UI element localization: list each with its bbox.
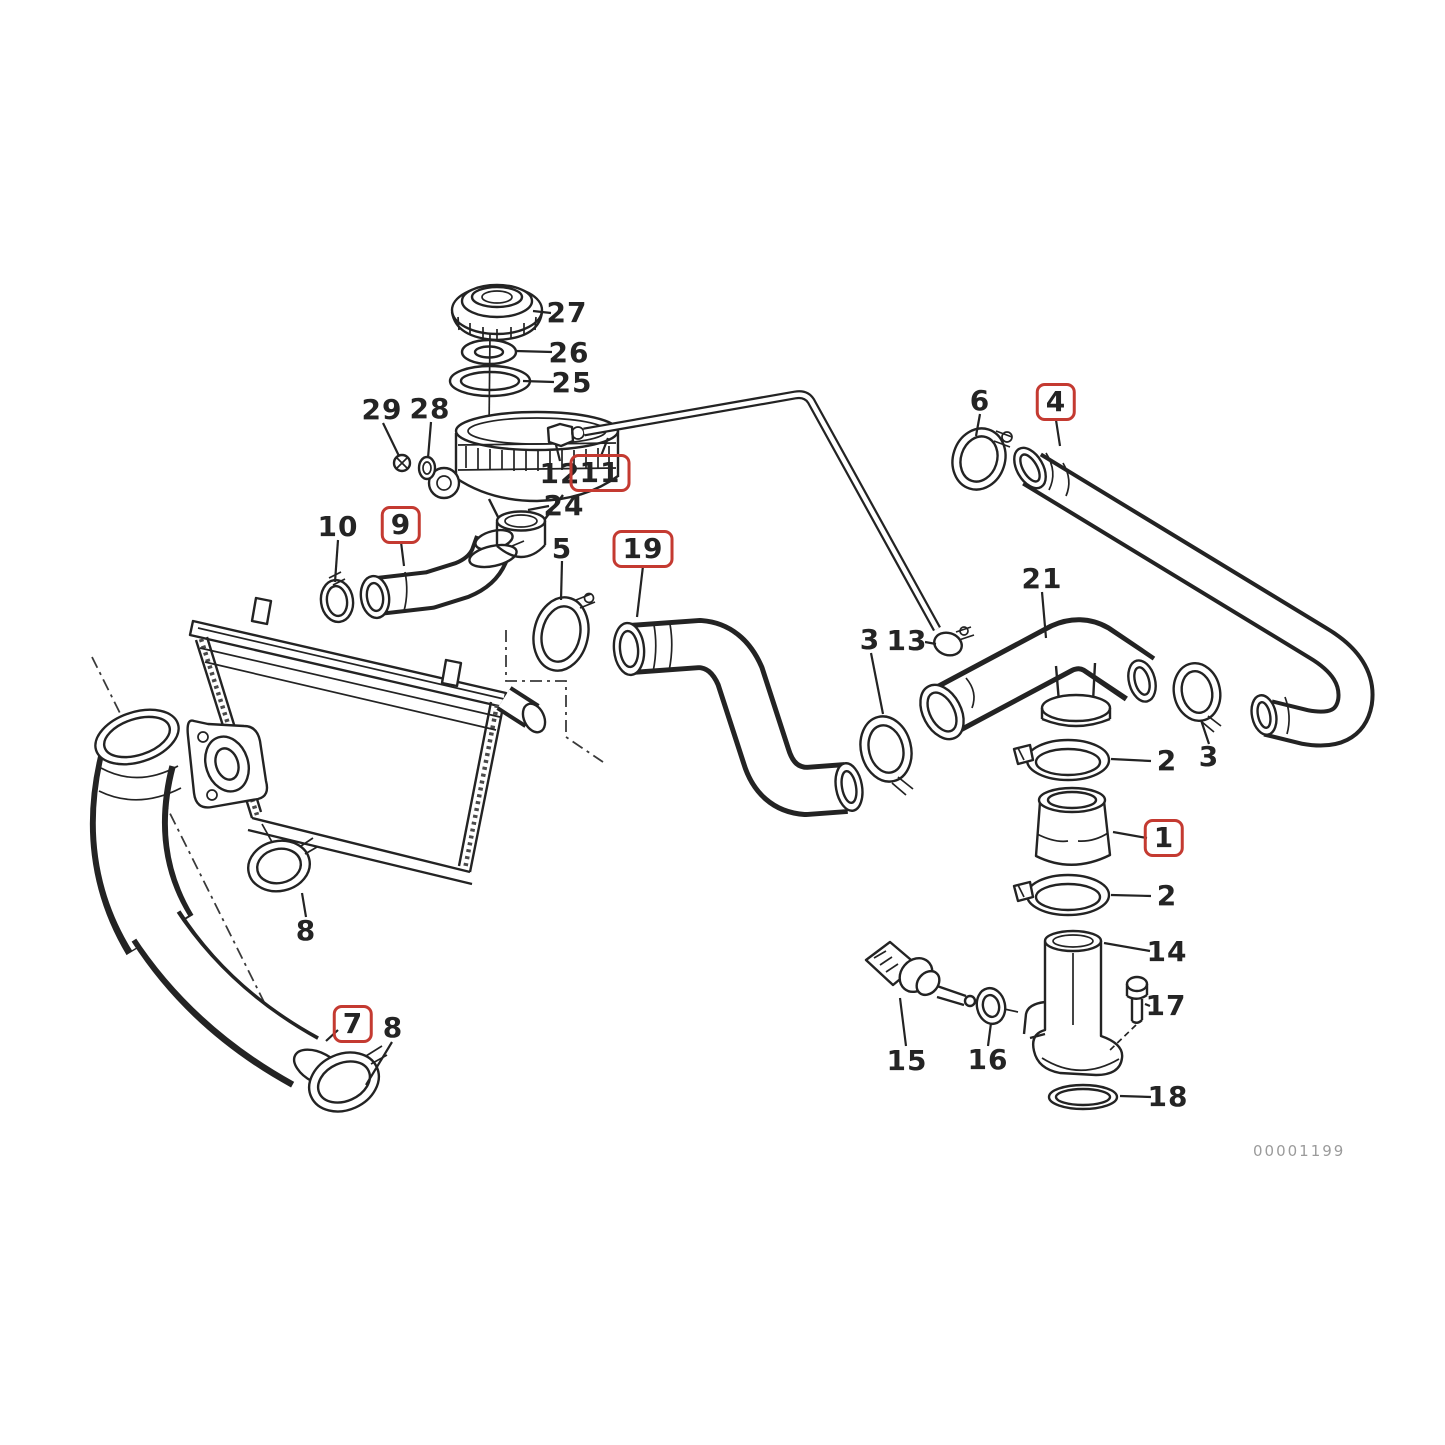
radiator [186, 596, 547, 886]
bolt-17 [1107, 975, 1149, 1053]
hose-clamp-8-lower [307, 1045, 388, 1113]
expansion-tank [392, 283, 620, 559]
part-callout-26: 26 [548, 336, 590, 369]
connector-24 [495, 510, 547, 559]
part-callout-14: 14 [1146, 935, 1188, 968]
clamp-6 [951, 427, 1013, 491]
part-callout-15: 15 [886, 1044, 928, 1077]
part-callout-6: 6 [969, 384, 991, 417]
watermark-number: 00001199 [1253, 1142, 1346, 1160]
seal-washer-16 [975, 986, 1007, 1026]
leader-lines [300, 309, 1211, 1099]
part-callout-10: 10 [317, 510, 359, 543]
part-callout-1[interactable]: 1 [1143, 819, 1185, 857]
part-callout-8-radiator: 8 [295, 914, 317, 947]
water-pipe-21 [919, 617, 1157, 741]
hose-clamp-2-upper [1012, 738, 1111, 782]
connector-hose-1 [1034, 786, 1112, 866]
clamp-3-left [859, 715, 914, 796]
part-callout-2-upper: 2 [1156, 744, 1178, 777]
part-callout-28: 28 [409, 392, 451, 425]
clamp-3-right [1172, 662, 1222, 733]
part-callout-27: 27 [546, 296, 588, 329]
clamp-5 [532, 592, 596, 672]
temperature-sensor-15 [864, 940, 1019, 1013]
fitting-12 [546, 422, 585, 448]
part-callout-2-lower: 2 [1156, 879, 1178, 912]
part-callout-3-left: 3 [859, 623, 881, 656]
part-callout-29: 29 [361, 393, 403, 426]
part-callout-24: 24 [543, 489, 585, 522]
part-callout-17: 17 [1145, 989, 1187, 1022]
part-callout-21: 21 [1021, 562, 1063, 595]
part-callout-16: 16 [967, 1043, 1009, 1076]
part-callout-9[interactable]: 9 [380, 506, 422, 544]
clamp-10 [319, 571, 355, 624]
part-callout-4[interactable]: 4 [1035, 383, 1077, 421]
part-callout-3-right: 3 [1198, 740, 1220, 773]
clamp-13 [933, 626, 975, 657]
vent-screw-29 [392, 453, 412, 473]
water-hose-4 [1013, 446, 1375, 748]
o-ring-18 [1047, 1083, 1119, 1111]
part-callout-13: 13 [886, 624, 928, 657]
hose-clamp-2-lower [1012, 873, 1111, 917]
part-callout-5: 5 [551, 532, 573, 565]
part-callout-12: 12 [539, 457, 581, 490]
thermostat-housing-14 [1022, 929, 1124, 1077]
part-callout-8-lower: 8 [382, 1011, 404, 1044]
part-callout-25: 25 [551, 366, 593, 399]
part-callout-7[interactable]: 7 [332, 1005, 374, 1043]
vent-pipe-11 [583, 390, 941, 632]
lower-radiator-hose-7 [89, 708, 346, 1088]
part-callout-19[interactable]: 19 [612, 530, 674, 568]
part-callout-18: 18 [1147, 1080, 1189, 1113]
hose-clamp-8-radiator [247, 823, 318, 893]
part-callout-11[interactable]: 11 [569, 454, 631, 492]
upper-radiator-hose-9 [359, 528, 525, 620]
water-hose-19 [612, 618, 864, 817]
body-outline-dashes [91, 630, 604, 1011]
